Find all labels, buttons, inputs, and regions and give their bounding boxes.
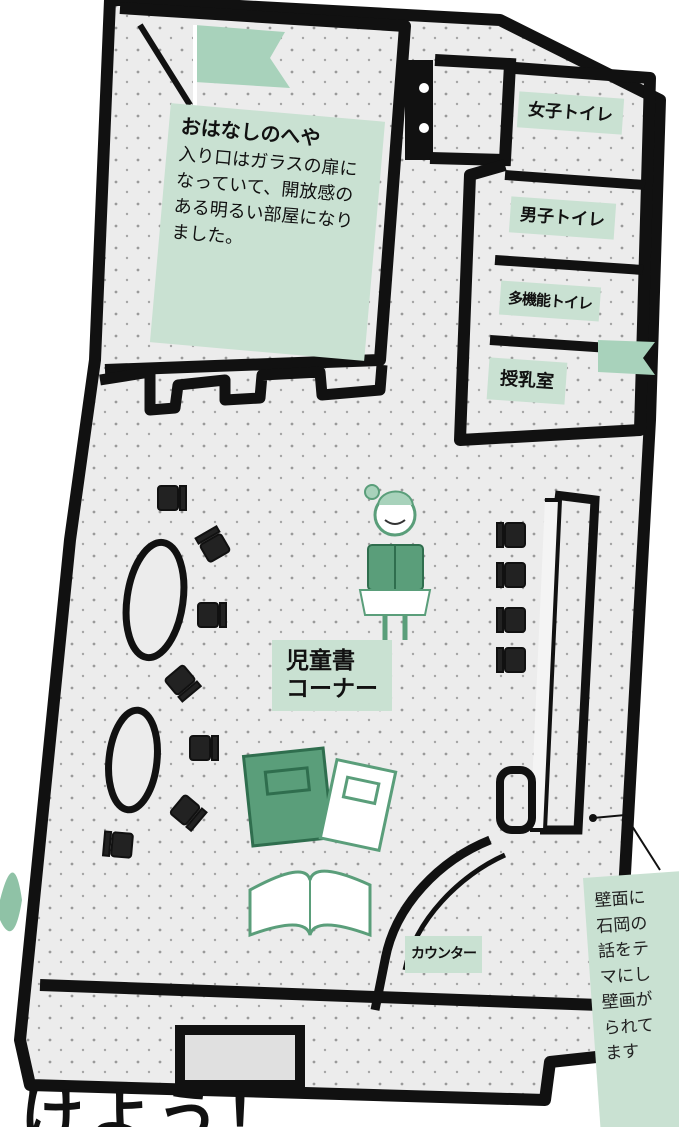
book-icon: [248, 869, 372, 938]
chair-icon: [157, 485, 187, 511]
flag-icon: [598, 340, 655, 375]
storytelling-room-wall: [104, 2, 411, 376]
chair-icon: [197, 602, 227, 628]
book-icon: [241, 746, 335, 848]
storytelling-room-label: おはなしのへや 入り口はガラスの扉になっていて、開放感のある明るい部屋になりまし…: [149, 103, 386, 361]
flag-icon: [195, 25, 290, 88]
chair-icon: [164, 664, 203, 703]
restroom-block-wall: [454, 62, 656, 446]
counter-desk: [370, 835, 492, 1011]
chair-icon: [496, 607, 526, 633]
mural-callout: 壁面に 石岡の 話をテ マにし 壁画が られて ます: [583, 870, 679, 1127]
pillar: [405, 60, 433, 160]
chair-icon: [189, 735, 219, 761]
entrance-door: [175, 1025, 305, 1090]
chair-icon: [101, 830, 134, 859]
table-icon: [122, 538, 188, 662]
table-icon: [105, 706, 161, 814]
women-restroom-label: 女子トイレ: [516, 91, 625, 136]
children-corner-line1: 児童書: [286, 648, 355, 674]
girl-reading-icon: [358, 484, 432, 640]
nursing-room-label: 授乳室: [486, 357, 568, 405]
men-restroom-label: 男子トイレ: [508, 196, 617, 241]
multi-restroom-label: 多機能トイレ: [498, 280, 602, 322]
children-corner-line2: コーナー: [286, 675, 378, 702]
chair-icon: [194, 525, 231, 563]
bottom-heading: けよう！: [20, 1083, 292, 1127]
chair-icon: [169, 794, 208, 833]
divider-wall: [99, 364, 388, 416]
storytelling-room-description: 入り口はガラスの扉になっていて、開放感のある明るい部屋になりました。: [170, 143, 359, 250]
book-icon: [318, 757, 398, 853]
chair-icon: [496, 647, 526, 673]
children-corner-label: 児童書 コーナー: [272, 640, 392, 712]
chair-icon: [496, 522, 526, 548]
counter-label: カウンター: [405, 936, 482, 973]
chair-icon: [496, 562, 526, 588]
